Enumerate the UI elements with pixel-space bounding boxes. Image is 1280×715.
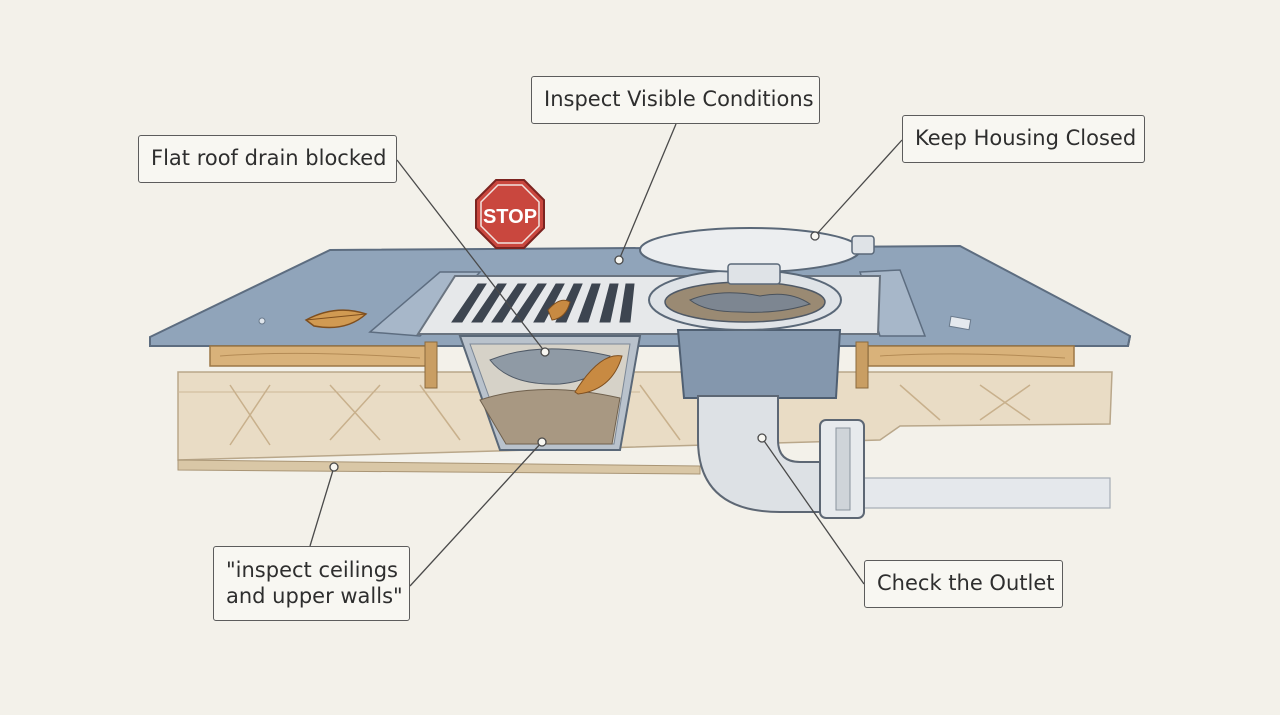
callout-inspect-ceilings: "inspect ceilings and upper walls" (213, 546, 410, 621)
callout-text: Flat roof drain blocked (151, 146, 387, 170)
leader-dot-outlet (757, 433, 767, 443)
housing-lid (639, 227, 875, 285)
leader-line-ceilings-a (309, 466, 335, 547)
leader-dot-ceilings-a (329, 462, 339, 472)
leader-line-inspect (618, 123, 677, 261)
wood-decking (209, 341, 1075, 389)
callout-text: Inspect Visible Conditions (544, 87, 814, 111)
leader-lines (309, 123, 903, 587)
stop-sign-text: STOP (483, 206, 537, 228)
drain-housing (648, 269, 842, 399)
leader-dot-ceilings-b (537, 437, 547, 447)
leader-line-ceilings-b (409, 441, 543, 587)
callout-text-line2: and upper walls" (226, 584, 403, 608)
callout-text-line1: "inspect ceilings (226, 558, 398, 582)
leader-dot-housing (810, 231, 820, 241)
leaf-icon (304, 309, 368, 329)
callout-inspect-visible-conditions: Inspect Visible Conditions (531, 76, 820, 124)
leader-line-housing (814, 139, 903, 237)
leader-dot-inspect (614, 255, 624, 265)
ceiling-layer (177, 371, 1113, 475)
leader-line-outlet (761, 437, 865, 585)
callout-check-the-outlet: Check the Outlet (864, 560, 1063, 608)
leader-line-blocked (396, 159, 546, 353)
callout-flat-roof-drain-blocked: Flat roof drain blocked (138, 135, 397, 183)
callout-keep-housing-closed: Keep Housing Closed (902, 115, 1145, 163)
leader-dot-blocked (540, 347, 550, 357)
drain-sump (458, 335, 642, 451)
callout-text: Check the Outlet (877, 571, 1055, 595)
outlet-pipe (859, 477, 1111, 509)
stop-sign-icon: STOP (475, 179, 545, 249)
callout-text: Keep Housing Closed (915, 126, 1137, 150)
